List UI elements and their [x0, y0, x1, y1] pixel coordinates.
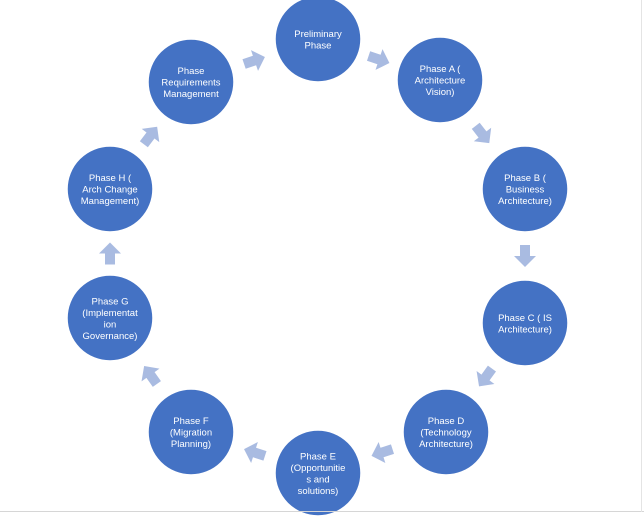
- node-label-line: Architecture): [419, 439, 473, 450]
- node-circle: [402, 388, 490, 476]
- cycle-arrow-8: [99, 242, 121, 265]
- node-label-line: solutions): [298, 486, 339, 497]
- node-circle: [147, 38, 235, 126]
- node-label-line: Management): [81, 196, 140, 207]
- node-label-line: Management: [163, 89, 219, 100]
- node-label-line: ion: [104, 319, 117, 330]
- node-label-line: Phase G: [92, 296, 129, 307]
- node-label-line: (Migration: [170, 428, 212, 439]
- node-label-line: Vision): [426, 87, 455, 98]
- cycle-arrow-10: [242, 50, 265, 71]
- connector-arrows: [99, 49, 536, 463]
- right-divider: [641, 0, 642, 512]
- node-label-line: Architecture: [415, 76, 466, 87]
- node-label-line: Planning): [171, 439, 211, 450]
- node-label-line: Phase C ( IS: [498, 313, 552, 324]
- node-circle: [274, 0, 362, 83]
- node-label-line: Phase: [305, 40, 332, 51]
- node-label-line: Governance): [83, 331, 138, 342]
- cycle-arrow-2: [471, 122, 492, 144]
- node-label-line: Phase H (: [89, 173, 132, 184]
- node-circle: [481, 145, 569, 233]
- cycle-arrow-9: [139, 126, 160, 148]
- cycle-arrow-6: [244, 442, 267, 463]
- node-circle: [396, 36, 484, 124]
- node-circle: [147, 388, 235, 476]
- node-label-line: Preliminary: [294, 29, 342, 40]
- node-label-line: Phase F: [173, 416, 209, 427]
- cycle-arrow-1: [366, 49, 390, 70]
- node-label-line: s and: [306, 474, 329, 485]
- cycle-arrow-5: [371, 442, 395, 463]
- node-label-line: Phase: [178, 66, 205, 77]
- node-circle: [66, 274, 154, 362]
- bottom-divider: [0, 511, 644, 512]
- node-circle: [274, 429, 362, 516]
- cycle-arrow-4: [476, 365, 497, 387]
- node-label-line: Requirements: [161, 78, 220, 89]
- node-label-line: Phase A (: [420, 64, 462, 75]
- node-label-line: Architecture): [498, 196, 552, 207]
- cycle-arrow-3: [514, 245, 536, 267]
- node-label-line: (Implementat: [82, 308, 138, 319]
- node-label-line: Architecture): [498, 324, 552, 335]
- node-label-line: Phase E: [300, 451, 336, 462]
- cycle-arrow-7: [141, 366, 161, 387]
- node-circle: [481, 279, 569, 367]
- node-label-line: (Opportunitie: [291, 463, 346, 474]
- node-label-line: Arch Change: [82, 185, 137, 196]
- node-label-line: Business: [506, 185, 545, 196]
- node-label-line: Phase B (: [504, 173, 547, 184]
- node-circle: [66, 145, 154, 233]
- node-label-line: Phase D: [428, 416, 465, 427]
- node-label-line: (Technology: [420, 428, 471, 439]
